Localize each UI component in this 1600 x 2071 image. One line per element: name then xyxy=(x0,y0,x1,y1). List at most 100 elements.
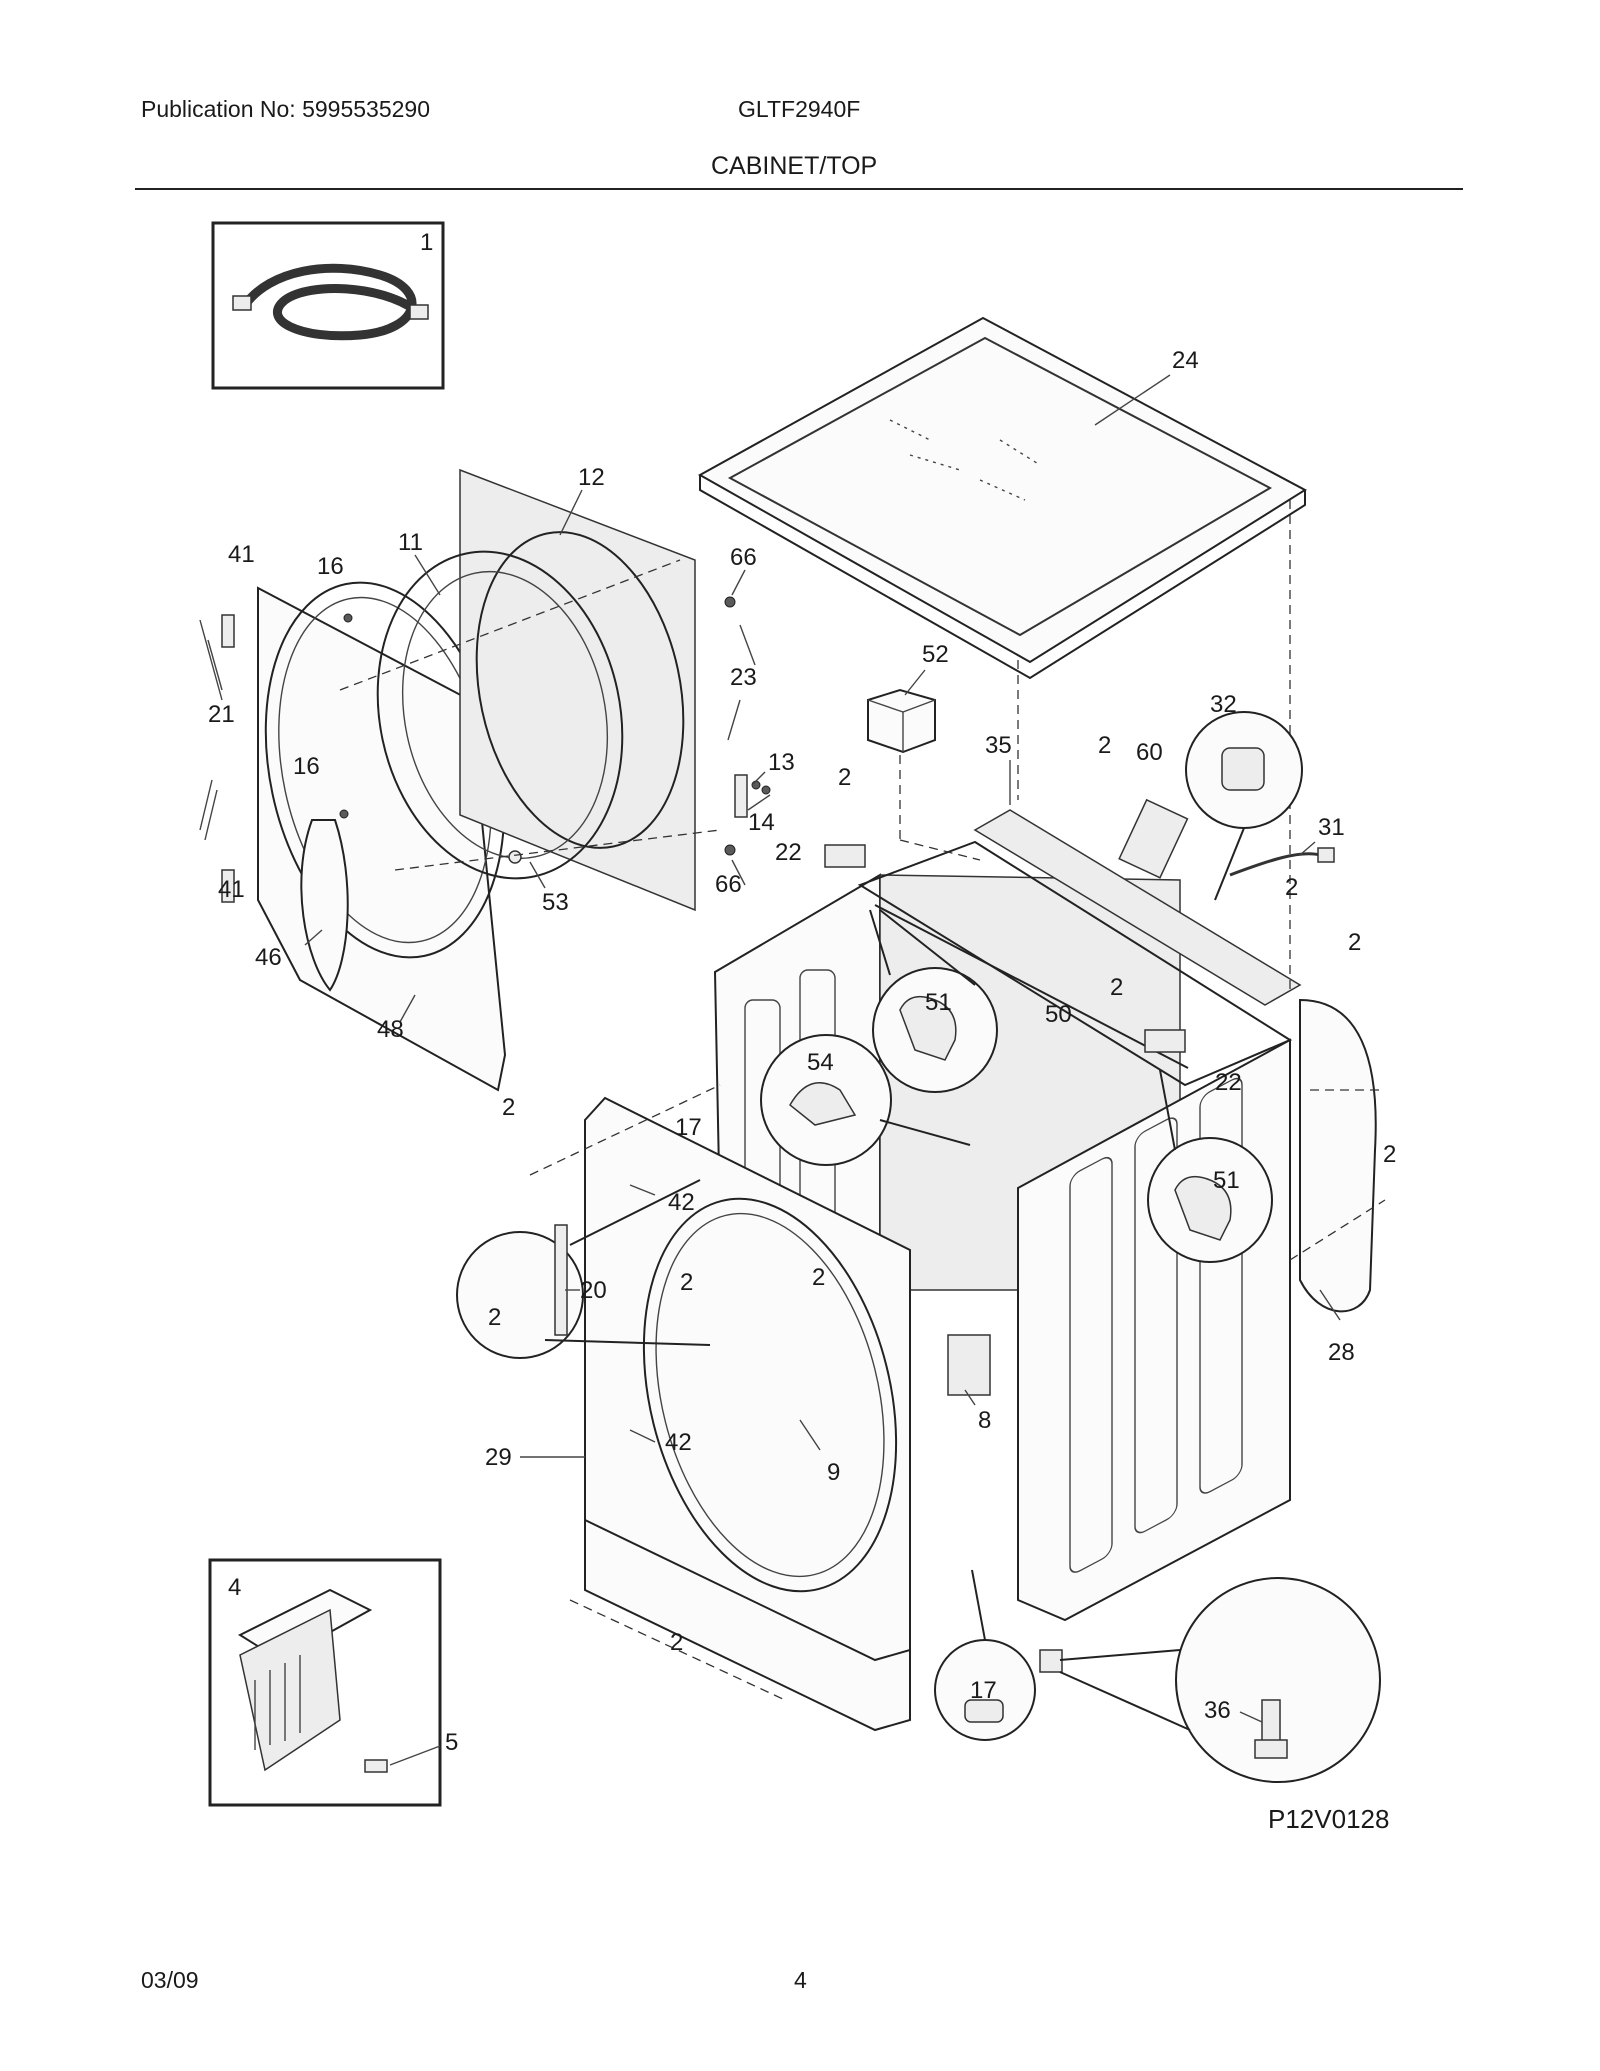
detail-36-leader-b xyxy=(1059,1671,1191,1731)
callout-28: 28 xyxy=(1328,1339,1355,1366)
guide-door-a xyxy=(339,559,681,691)
screw-21-d xyxy=(204,789,218,841)
leader-11 xyxy=(414,554,441,596)
callout-60: 60 xyxy=(1136,739,1163,766)
top-panel-edge xyxy=(699,475,1306,680)
detail-20-leader-a xyxy=(544,1339,711,1346)
leader-9 xyxy=(799,1419,821,1451)
detail-circles xyxy=(456,711,1381,1783)
detail-17-leader xyxy=(971,1569,986,1641)
callout-13: 13 xyxy=(768,749,795,776)
kick-panel-line xyxy=(584,1519,911,1662)
callout-66-upper: 66 xyxy=(730,544,757,571)
callout-48: 48 xyxy=(377,1016,404,1043)
detail-36 xyxy=(1175,1577,1381,1783)
cabinet-foot xyxy=(1039,1649,1063,1673)
leader-24 xyxy=(1094,374,1171,426)
callout-22-left: 22 xyxy=(775,839,802,866)
callout-42-upper: 42 xyxy=(668,1189,695,1216)
callout-17-lower: 17 xyxy=(970,1677,997,1704)
bracket-51-lower xyxy=(1174,1175,1232,1241)
guide-52-b xyxy=(899,839,981,861)
leader-12 xyxy=(559,489,583,536)
callout-20: 20 xyxy=(580,1277,607,1304)
inset-hose xyxy=(211,221,445,390)
clip-5 xyxy=(364,1759,388,1773)
callout-22-right: 22 xyxy=(1215,1069,1242,1096)
screw-66-lower xyxy=(724,844,736,856)
callout-21: 21 xyxy=(208,701,235,728)
callout-2-i: 2 xyxy=(812,1264,825,1291)
callout-2-e: 2 xyxy=(1110,974,1123,1001)
bellows-lip xyxy=(401,570,609,860)
leader-5 xyxy=(389,1745,441,1766)
box-52-edge-b xyxy=(902,699,936,713)
callout-12: 12 xyxy=(578,464,605,491)
header-rule xyxy=(135,188,1463,190)
foot-bolt-36 xyxy=(1261,1699,1281,1746)
publication-number: Publication No: 5995535290 xyxy=(141,96,431,122)
bumper-17 xyxy=(964,1699,1004,1723)
callout-17-upper: 17 xyxy=(675,1114,702,1141)
leader-66a xyxy=(731,569,746,596)
bracket-20 xyxy=(554,1224,568,1336)
callout-51-upper: 51 xyxy=(925,989,952,1016)
callout-8: 8 xyxy=(978,1407,991,1434)
leader-42a xyxy=(629,1184,656,1196)
front-panel-29 xyxy=(584,1096,911,1732)
callout-1: 1 xyxy=(420,229,433,256)
bracket-4-fins xyxy=(254,1655,301,1750)
callout-46: 46 xyxy=(255,944,282,971)
callout-2-c: 2 xyxy=(1285,874,1298,901)
box-52-edge-a xyxy=(867,699,904,713)
callout-4: 4 xyxy=(228,1574,241,1601)
leader-42b xyxy=(629,1429,656,1443)
callout-2-k: 2 xyxy=(670,1629,683,1656)
footer-date: 03/09 xyxy=(141,1967,199,1993)
right-emboss-1 xyxy=(1069,1156,1113,1573)
front-opening-lip xyxy=(655,1212,885,1578)
console-bracket-35 xyxy=(973,809,1302,1006)
detail-54-leader xyxy=(879,1119,971,1146)
front-door-opening xyxy=(642,1197,898,1593)
callout-41-lower: 41 xyxy=(218,876,245,903)
callout-2-g: 2 xyxy=(1383,1141,1396,1168)
callout-24: 24 xyxy=(1172,347,1199,374)
door-trim-46 xyxy=(300,819,349,992)
inset-bracket-frame xyxy=(208,1558,442,1807)
callout-16-upper: 16 xyxy=(317,553,344,580)
top-panel-recess xyxy=(727,336,1273,637)
leader-lines xyxy=(304,374,1341,1766)
callout-35: 35 xyxy=(985,732,1012,759)
callout-29: 29 xyxy=(485,1444,512,1471)
callout-66-lower: 66 xyxy=(715,871,742,898)
callout-5: 5 xyxy=(445,1729,458,1756)
guide-rear-screws-b xyxy=(1289,1199,1386,1261)
diagram-code: P12V0128 xyxy=(1268,1804,1389,1834)
callout-41-upper: 41 xyxy=(228,541,255,568)
callout-23: 23 xyxy=(730,664,757,691)
tub-front-assembly xyxy=(376,468,696,912)
foot-bolt-head xyxy=(1254,1739,1288,1759)
screw-16-lower xyxy=(339,809,349,819)
leader-8 xyxy=(964,1389,976,1406)
callout-2-b: 2 xyxy=(838,764,851,791)
screw-21-b xyxy=(207,639,223,691)
screw-13-a xyxy=(751,780,761,790)
callout-53: 53 xyxy=(542,889,569,916)
front-door-panel xyxy=(257,581,507,1092)
front-rail-50 xyxy=(874,904,1189,1069)
leader-52 xyxy=(904,669,926,696)
screw-13-b xyxy=(761,785,771,795)
callout-42-lower: 42 xyxy=(665,1429,692,1456)
leader-14 xyxy=(747,794,771,811)
callout-31: 31 xyxy=(1318,814,1345,841)
callout-50: 50 xyxy=(1045,1001,1072,1028)
bellows-11 xyxy=(376,550,624,880)
front-frame-12 xyxy=(459,468,696,912)
box-52 xyxy=(867,688,936,754)
callout-9: 9 xyxy=(827,1459,840,1486)
callout-16-lower: 16 xyxy=(293,753,320,780)
callout-labels: 1 24 12 11 41 16 66 23 21 16 13 14 66 41… xyxy=(208,229,1396,1834)
leader-36 xyxy=(1239,1711,1263,1723)
